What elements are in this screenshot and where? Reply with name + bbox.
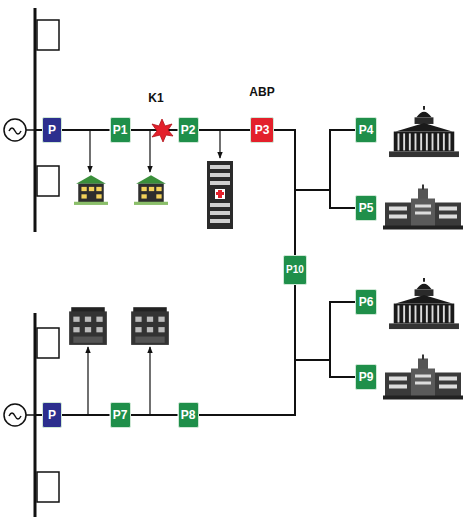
feeder-line <box>199 129 251 131</box>
generator-wave <box>9 413 21 419</box>
switch-label: P8 <box>181 409 196 421</box>
load-tap <box>87 347 88 414</box>
fault-star <box>152 119 173 142</box>
generator-wave <box>9 128 21 134</box>
transfer-switch: P3 <box>250 117 274 143</box>
feeder-line <box>62 414 110 416</box>
bus-bar <box>34 8 37 232</box>
switch-label: P2 <box>181 124 196 136</box>
switch-box: P5 <box>355 195 377 221</box>
transfer-label: ABP <box>248 86 275 98</box>
generator-symbol <box>4 119 26 141</box>
switch-box: P8 <box>178 402 199 428</box>
generator-symbol <box>4 404 26 426</box>
switch-label: P6 <box>359 296 374 308</box>
switch-label: P4 <box>359 124 374 136</box>
feeder-line <box>131 129 178 131</box>
switch-label: P5 <box>359 202 374 214</box>
switch-box: P1 <box>110 117 131 143</box>
feeder-line <box>131 414 178 416</box>
load-tap <box>89 131 90 172</box>
switch-label: P <box>48 124 56 136</box>
house-icon <box>74 175 108 205</box>
feeder-line <box>199 360 356 415</box>
tower-icon <box>207 161 233 229</box>
feeder-cell <box>37 20 59 50</box>
generator-lead <box>26 414 35 416</box>
generator-lead <box>26 129 35 131</box>
switch-box: P6 <box>355 289 377 315</box>
building-icon <box>131 307 169 345</box>
feeder-line <box>274 130 355 208</box>
switch-label: P9 <box>359 371 374 383</box>
switch-label: P7 <box>113 409 128 421</box>
feeder-cell <box>37 472 59 502</box>
campus-building-icon <box>383 185 463 230</box>
switch-box: P4 <box>355 117 377 143</box>
government-building-icon <box>389 106 459 157</box>
tie-switch: P10 <box>283 255 307 285</box>
feeder-line <box>274 130 355 190</box>
switch-label: P <box>48 409 56 421</box>
source-switch: P <box>42 117 62 143</box>
campus-building-icon <box>383 355 463 400</box>
load-tap <box>219 131 220 158</box>
feeder-line <box>62 129 110 131</box>
feeder-cell <box>37 166 59 196</box>
feeder-line <box>274 130 295 255</box>
feeder-line <box>199 302 356 415</box>
source-switch: P <box>42 402 62 428</box>
load-tap <box>149 131 150 172</box>
load-tap <box>149 347 150 414</box>
switch-box: P2 <box>178 117 199 143</box>
switch-box: P9 <box>355 364 377 390</box>
feeder-cell <box>37 328 59 358</box>
switch-label: P10 <box>286 265 304 275</box>
house-icon <box>134 175 168 205</box>
switch-box: P7 <box>110 402 131 428</box>
government-building-icon <box>389 278 459 329</box>
fault-label: K1 <box>147 92 164 104</box>
feeder-line <box>199 285 296 415</box>
switch-label: P1 <box>113 124 128 136</box>
switch-label: P3 <box>255 124 270 136</box>
building-icon <box>69 307 107 345</box>
